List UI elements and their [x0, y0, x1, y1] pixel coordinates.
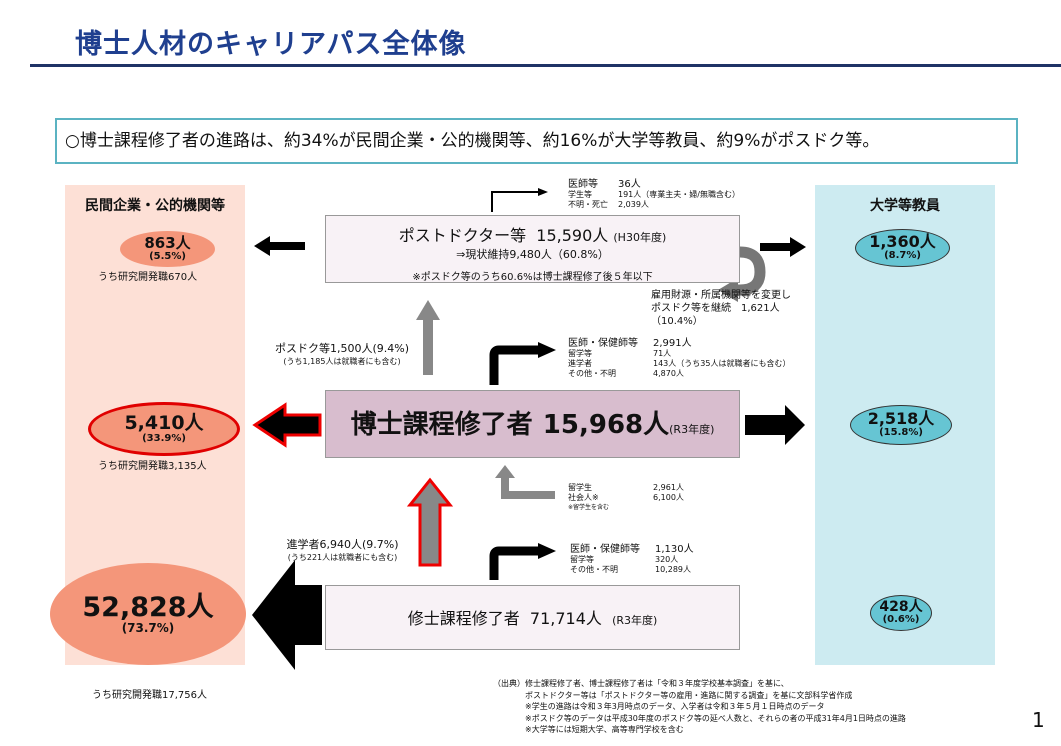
- arrow-entry-to-doctor: [501, 475, 555, 499]
- master-box: 修士課程修了者 71,714人 (R3年度): [325, 585, 740, 650]
- sub: (うち221人は就職者にも含む): [287, 553, 398, 562]
- percent: (8.7%): [884, 250, 921, 262]
- count: 863人: [144, 233, 191, 252]
- arrow-left-doctor: [252, 402, 322, 448]
- postdoc-label: ポストドクター等: [398, 226, 527, 245]
- main: 進学者6,940人(9.7%): [286, 538, 399, 551]
- item-label: 医師・保健師等: [568, 338, 638, 349]
- private-postdoc-bubble: 863人(5.5%): [120, 231, 215, 267]
- univ-doctor-bubble: 2,518人(15.8%): [850, 405, 952, 445]
- master-label: 修士課程修了者: [407, 609, 520, 628]
- arrow-right-doctor: [745, 405, 805, 445]
- sub: (うち1,185人は就職者にも含む): [283, 357, 401, 366]
- arrow-right-postdoc: [760, 237, 806, 257]
- item-value: 143人（うち35人は就職者にも含む）: [653, 359, 791, 368]
- private-postdoc-note: うち研究開発職670人: [98, 272, 198, 283]
- master-year: (R3年度): [612, 614, 658, 627]
- main: ポスドク等1,500人(9.4%): [274, 342, 410, 355]
- column-title: 民間企業・公的機関等: [85, 198, 225, 214]
- arrow-left-master: [252, 560, 322, 670]
- postdoc-count: 15,590人: [536, 226, 609, 245]
- doctor-box: 博士課程修了者 15,968人(R3年度): [325, 390, 740, 458]
- line: （10.4%）: [651, 316, 703, 327]
- doctor-entry-list: 留学生 2,961人 社会人※ 6,100人 ※留学生を含む: [568, 483, 684, 513]
- source-notes: （出典）修士課程修了者、博士課程修了者は「令和３年度学校基本調査」を基に、 ポス…: [493, 678, 906, 736]
- master-count: 71,714人: [529, 609, 602, 628]
- page-number: 1: [1032, 708, 1045, 732]
- percent: (0.6%): [882, 614, 920, 626]
- item-label: 留学生: [568, 483, 592, 492]
- to-doctor-label: 進学者6,940人(9.7%) (うち221人は就職者にも含む): [270, 536, 415, 563]
- entry-note: ※留学生を含む: [568, 504, 610, 511]
- private-doctor-note: うち研究開発職3,135人: [98, 461, 207, 472]
- item-value: 71人: [653, 349, 672, 358]
- item-label: 社会人※: [568, 493, 599, 502]
- source-line: （出典）修士課程修了者、博士課程修了者は「令和３年度学校基本調査」を基に、: [493, 679, 789, 688]
- percent: (5.5%): [149, 250, 186, 262]
- count: 5,410人: [124, 411, 204, 434]
- title-divider: [30, 64, 1061, 67]
- item-value: 2,991人: [653, 338, 692, 349]
- arrow-postdoc-to-other: [491, 191, 540, 212]
- private-master-note: うち研究開発職17,756人: [92, 690, 207, 701]
- arrow-master-to-other: [489, 546, 540, 580]
- postdoc-box: ポストドクター等 15,590人 (H30年度) ⇒現状維持9,480人（60.…: [325, 215, 740, 283]
- item-label: 留学等: [570, 555, 594, 564]
- univ-postdoc-bubble: 1,360人(8.7%): [855, 229, 950, 267]
- item-value: 10,289人: [655, 565, 691, 574]
- univ-master-bubble: 428人(0.6%): [870, 595, 932, 631]
- line: ポスドク等を継続 1,621人: [651, 303, 780, 314]
- item-value: 4,870人: [653, 369, 684, 378]
- item-value: 320人: [655, 555, 679, 564]
- summary-banner: ○博士課程修了者の進路は、約34%が民間企業・公的機関等、約16%が大学等教員、…: [55, 118, 1018, 164]
- item-value: 2,039人: [618, 200, 649, 209]
- item-label: 留学等: [568, 349, 592, 358]
- source-line: ポストドクター等は「ポストドクター等の雇用・進路に関する調査」を基に文部科学省作…: [525, 690, 853, 700]
- item-value: 6,100人: [653, 493, 684, 502]
- postdoc-note: ※ポスドク等のうち60.6%は博士課程修了後５年以下: [412, 272, 653, 283]
- item-value: 2,961人: [653, 483, 684, 492]
- count: 2,518人: [867, 409, 935, 429]
- percent: (15.8%): [879, 427, 923, 439]
- item-label: 医師・保健師等: [570, 544, 640, 555]
- arrow-up-to-doctor: [406, 477, 454, 567]
- private-doctor-bubble: 5,410人(33.9%): [88, 402, 240, 456]
- count: 52,828人: [82, 591, 214, 623]
- doctor-label: 博士課程修了者: [350, 410, 533, 440]
- private-master-bubble: 52,828人(73.7%): [50, 563, 246, 665]
- doctor-other-list: 医師・保健師等 2,991人 留学等 71人 進学者 143人（うち35人は就職者にも…: [568, 339, 790, 379]
- page-title: 博士人材のキャリアパス全体像: [75, 29, 467, 60]
- postdoc-sub: ⇒現状維持9,480人（60.8%）: [456, 248, 609, 261]
- count: 428人: [879, 599, 923, 616]
- item-label: 進学者: [568, 359, 592, 368]
- source-line: ※ポスドク等のデータは平成30年度のポスドク等の延べ人数と、それらの者の平成31…: [525, 713, 906, 723]
- postdoc-other-list: 医師等 36人 学生等 191人（専業主夫・婦/無職含む） 不明・死亡 2,039人: [568, 180, 740, 210]
- doctor-count: 15,968人: [542, 410, 670, 440]
- arrow-up-to-postdoc: [416, 300, 440, 375]
- percent: (73.7%): [121, 620, 175, 635]
- count: 1,360人: [869, 232, 936, 252]
- postdoc-continue-note: 雇用財源・所属機関等を変更し ポスドク等を継続 1,621人 （10.4%）: [651, 289, 791, 328]
- column-title: 大学等教員: [870, 198, 940, 214]
- item-value: 191人（専業主夫・婦/無職含む）: [618, 190, 740, 199]
- percent: (33.9%): [142, 432, 186, 444]
- source-line: ※大学等には短期大学、高等専門学校を含む: [525, 725, 684, 734]
- to-postdoc-label: ポスドク等1,500人(9.4%) (うち1,185人は就職者にも含む): [262, 340, 422, 367]
- postdoc-year: (H30年度): [613, 231, 667, 244]
- item-label: その他・不明: [570, 565, 618, 574]
- item-label: 医師等: [568, 179, 598, 190]
- item-label: 学生等: [568, 190, 592, 199]
- master-other-list: 医師・保健師等 1,130人 留学等 320人 その他・不明 10,289人: [570, 545, 694, 575]
- arrow-postdoc-continue: [715, 246, 766, 296]
- line: 雇用財源・所属機関等を変更し: [651, 290, 791, 301]
- doctor-year: (R3年度): [669, 423, 715, 436]
- arrow-left-postdoc: [254, 236, 305, 256]
- item-value: 1,130人: [655, 544, 694, 555]
- source-line: ※学生の進路は令和３年3月時点のデータ、入学者は令和３年５月１日時点のデータ: [525, 702, 825, 711]
- item-value: 36人: [618, 179, 641, 190]
- arrow-doctor-to-other: [489, 345, 540, 385]
- item-label: 不明・死亡: [568, 200, 608, 209]
- item-label: その他・不明: [568, 369, 616, 378]
